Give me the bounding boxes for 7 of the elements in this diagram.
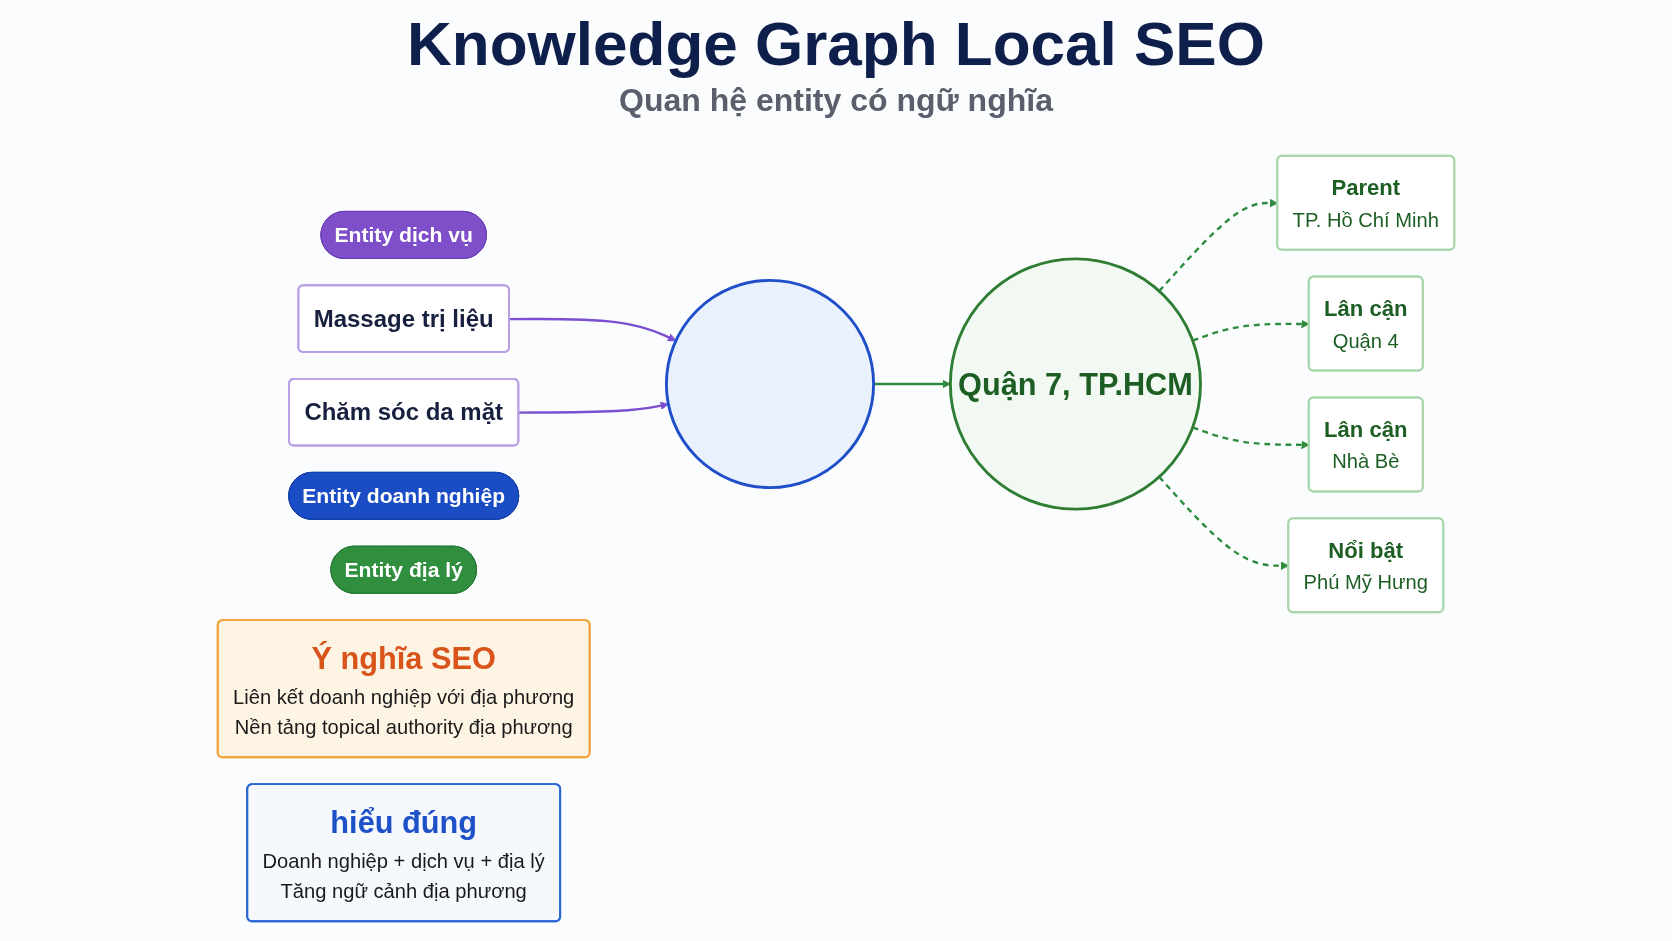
node-circle: Quận 7, TP.HCM [948,257,1202,511]
subtitle: Quan hệ entity có ngữ nghĩa [619,81,1053,120]
arrow [518,401,669,414]
title: Knowledge Graph Local SEO [407,8,1265,80]
arrow [509,317,677,342]
node-circle [664,278,876,490]
arrow [873,379,951,389]
